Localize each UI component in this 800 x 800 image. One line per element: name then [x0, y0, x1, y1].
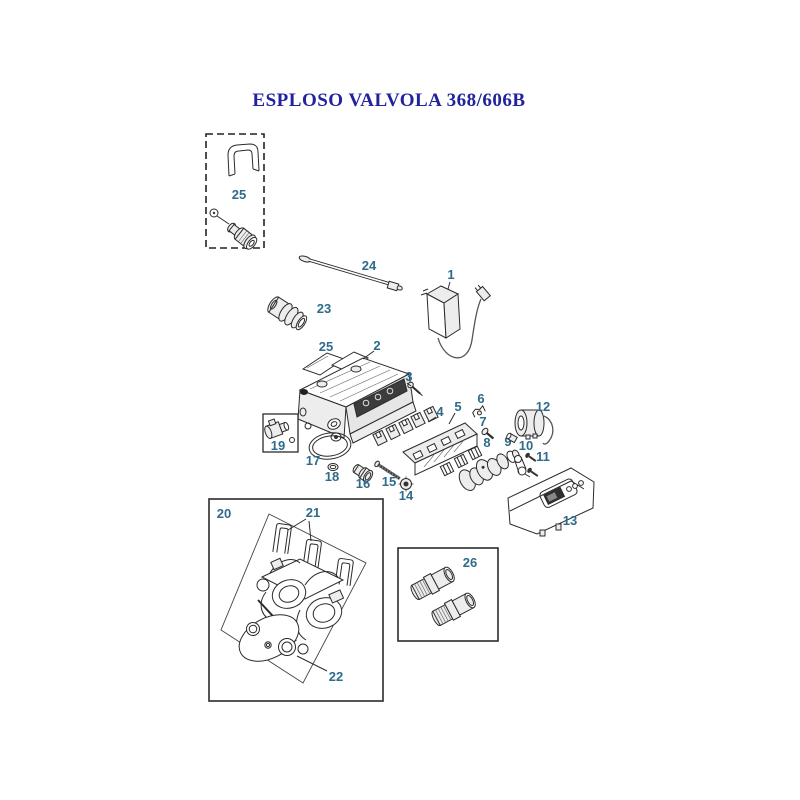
part-label-9: 9 [504, 434, 511, 449]
part-2-valve-body: 25 2 3 [297, 338, 423, 444]
part-label-1: 1 [447, 267, 454, 282]
part-8-clips: 8 [439, 435, 491, 477]
part-label-17: 17 [306, 453, 320, 468]
part-label-4: 4 [436, 404, 444, 419]
part-label-19: 19 [271, 438, 285, 453]
part-label-5: 5 [454, 399, 461, 414]
part-20-assembly [256, 557, 345, 655]
part-14-gear: 14 [398, 476, 414, 503]
part-label-16: 16 [356, 476, 370, 491]
part-21-staples [272, 523, 354, 587]
part-3-screw [407, 381, 423, 397]
part-12-motor: 12 [506, 399, 554, 445]
inset-box-20: 20 21 22 [208, 498, 384, 702]
part-label-25-inset: 25 [232, 187, 246, 202]
mounting-sheet-outline [220, 513, 367, 684]
part-label-21: 21 [306, 505, 320, 520]
part-15-shaft: 15 [374, 460, 401, 489]
part-label-7: 7 [479, 414, 486, 429]
part-label-11: 11 [536, 449, 550, 464]
diagram-title: ESPLOSO VALVOLA 368/606B [252, 90, 525, 111]
plug [474, 284, 492, 302]
part-label-23: 23 [317, 301, 331, 316]
part-label-3: 3 [405, 369, 412, 384]
part-23-coupling: 23 [267, 296, 331, 331]
part-24-rod: 24 [298, 255, 403, 292]
part-label-13: 13 [563, 513, 577, 528]
part-label-2: 2 [373, 338, 380, 353]
part-4-inserts: 4 [372, 404, 444, 447]
part-label-18: 18 [325, 469, 339, 484]
part-19-fitting [264, 418, 290, 440]
retaining-clip [227, 143, 260, 177]
part-label-20: 20 [217, 506, 231, 521]
part-6-clip: 6 [472, 391, 486, 418]
part-7-screw: 7 [479, 414, 495, 440]
part-16-plug: 16 [352, 464, 374, 491]
part-9-camshaft: 9 [458, 434, 520, 491]
part-label-25-cover: 25 [319, 339, 333, 354]
inset-box-19: 19 [262, 413, 299, 453]
part-label-12: 12 [536, 399, 550, 414]
part-label-22: 22 [329, 669, 343, 684]
inset-box-25: 25 [205, 133, 265, 250]
part-13-cover: 13 [507, 467, 595, 537]
part-18-oring: 18 [325, 463, 339, 484]
part-label-10: 10 [519, 438, 533, 453]
part-22-gasket [238, 614, 328, 672]
part-label-26: 26 [463, 555, 477, 570]
part-label-15: 15 [382, 474, 396, 489]
part-1-transformer: 1 [420, 267, 492, 359]
part-label-6: 6 [477, 391, 484, 406]
part-17-oring: 17 [306, 432, 352, 468]
piston-part [227, 222, 258, 250]
part-label-8: 8 [483, 435, 490, 450]
part-label-24: 24 [362, 258, 377, 273]
inset-box-26: 26 [397, 547, 499, 642]
part-10-bracket: 10 [514, 438, 533, 478]
part-26-couplings [410, 566, 476, 627]
part-label-14: 14 [399, 488, 414, 503]
part-11-screws: 11 [525, 449, 550, 477]
